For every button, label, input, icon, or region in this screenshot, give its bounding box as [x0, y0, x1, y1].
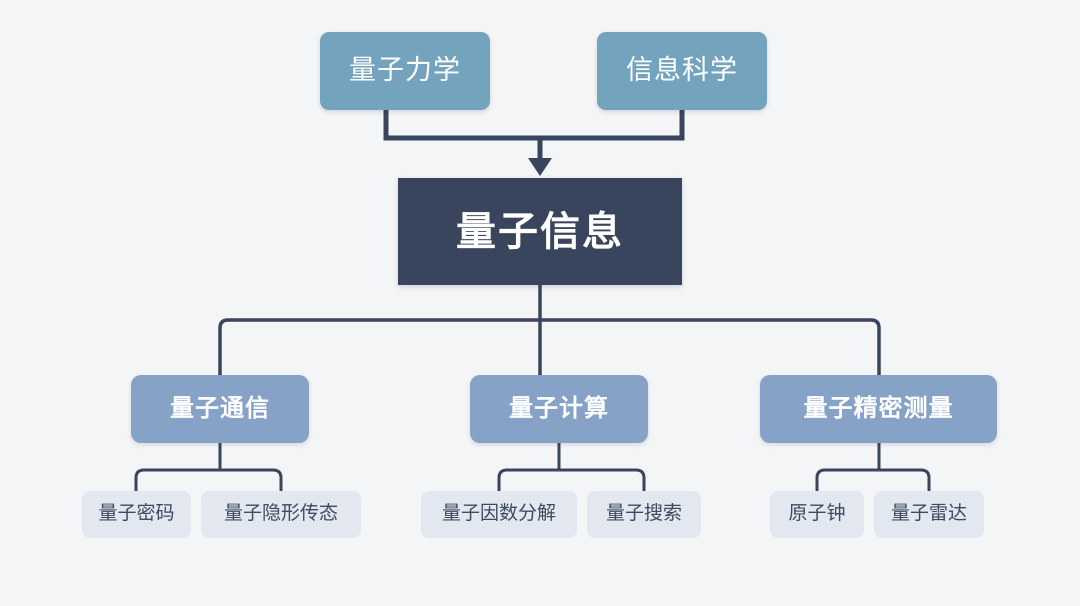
node-label: 量子隐形传态 — [223, 503, 338, 525]
node-branch-quantum-computing[interactable]: 量子计算 — [470, 375, 648, 443]
node-leaf-quantum-radar[interactable]: 量子雷达 — [874, 491, 984, 538]
node-branch-quantum-communication[interactable]: 量子通信 — [131, 375, 309, 443]
node-leaf-quantum-cryptography[interactable]: 量子密码 — [82, 491, 191, 538]
node-branch-quantum-precision-measurement[interactable]: 量子精密测量 — [760, 375, 997, 443]
node-label: 量子通信 — [170, 394, 270, 422]
connector-branch-0-to-leaves — [134, 441, 283, 493]
node-source-quantum-mechanics[interactable]: 量子力学 — [320, 32, 490, 110]
node-label: 量子力学 — [349, 55, 461, 86]
node-root-quantum-information[interactable]: 量子信息 — [398, 178, 682, 285]
arrowhead-icon — [528, 158, 552, 176]
connector-branch-2-to-leaves — [815, 441, 931, 493]
node-leaf-quantum-search[interactable]: 量子搜索 — [587, 491, 701, 538]
node-label: 量子雷达 — [890, 503, 967, 525]
node-leaf-quantum-factorization[interactable]: 量子因数分解 — [421, 491, 577, 538]
node-label: 信息科学 — [626, 55, 738, 86]
connector-branch-1-to-leaves — [497, 441, 646, 493]
node-source-information-science[interactable]: 信息科学 — [597, 32, 767, 110]
node-label: 原子钟 — [788, 503, 846, 525]
node-label: 量子信息 — [456, 209, 624, 254]
connector-root-to-branches — [218, 283, 881, 377]
node-label: 量子精密测量 — [803, 394, 954, 422]
node-label: 量子搜索 — [605, 503, 682, 525]
node-label: 量子计算 — [509, 394, 609, 422]
node-leaf-atomic-clock[interactable]: 原子钟 — [770, 491, 864, 538]
node-label: 量子密码 — [98, 503, 175, 525]
node-label: 量子因数分解 — [441, 503, 556, 525]
node-leaf-quantum-teleportation[interactable]: 量子隐形传态 — [201, 491, 361, 538]
connector-sources-to-root — [383, 110, 685, 158]
